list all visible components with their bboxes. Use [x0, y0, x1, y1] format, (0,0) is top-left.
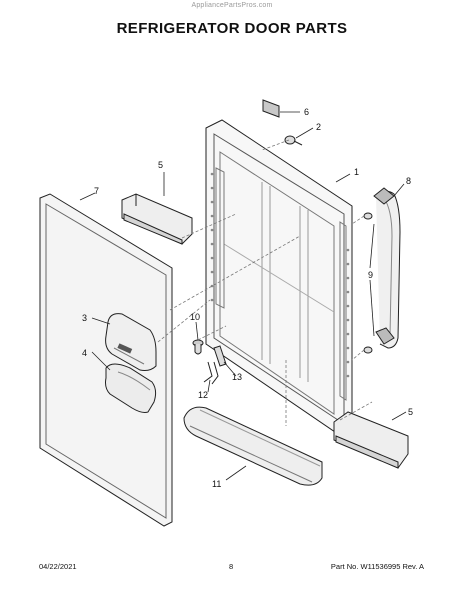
page-title: REFRIGERATOR DOOR PARTS [116, 20, 348, 37]
callout-10: 10 [190, 312, 200, 322]
footer-page-number: 8 [229, 562, 234, 571]
door-bin-lower [333, 411, 409, 469]
door-bin-bottom [183, 406, 323, 486]
handle-screws [363, 212, 373, 354]
door-outer-panel [39, 193, 173, 527]
leader-lines [79, 111, 407, 481]
callout-1: 1 [354, 167, 359, 177]
callout-13: 13 [232, 372, 242, 382]
callout-5-upper: 5 [158, 160, 163, 170]
callout-5-lower: 5 [408, 407, 413, 417]
door-handle [373, 187, 401, 349]
footer-part-number: Part No. W11536995 Rev. A [330, 562, 424, 571]
callout-6: 6 [304, 107, 309, 117]
callout-11: 11 [212, 479, 221, 489]
watermark: AppliancePartsPros.com [191, 2, 273, 9]
footer-date: 04/22/2021 [39, 562, 77, 571]
screw [284, 135, 303, 146]
hinge-pin [192, 339, 204, 355]
callout-3: 3 [82, 313, 87, 323]
callout-9: 9 [368, 270, 373, 280]
callout-12: 12 [198, 390, 208, 400]
label-plate [262, 99, 280, 118]
door-liner [205, 119, 353, 435]
ice-bin-cover [105, 313, 157, 371]
callout-2: 2 [316, 122, 321, 132]
ice-bin [105, 363, 157, 413]
callout-7: 7 [94, 186, 99, 196]
assembly-lines [157, 139, 373, 426]
callout-8: 8 [406, 176, 411, 186]
door-bin-upper [121, 193, 193, 245]
door-clip [203, 361, 219, 385]
liner-holes [210, 172, 350, 378]
callout-4: 4 [82, 348, 87, 358]
